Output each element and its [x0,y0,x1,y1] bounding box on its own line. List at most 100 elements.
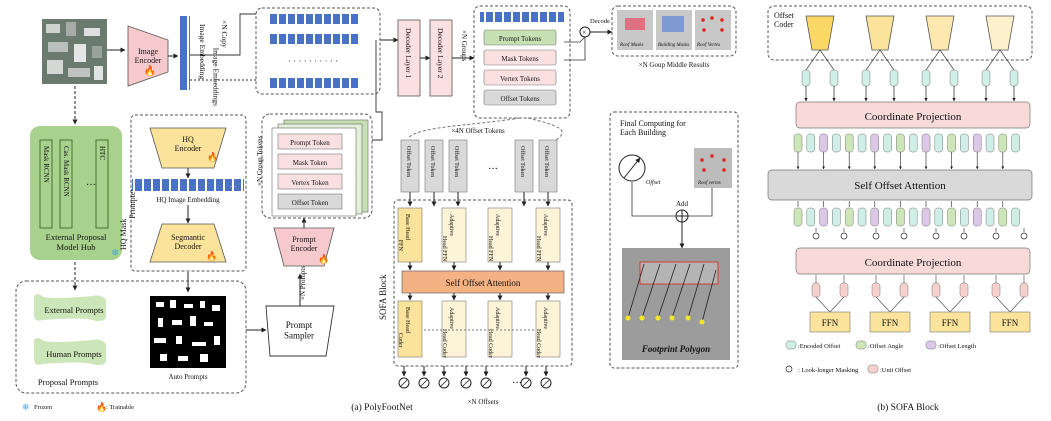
token-chip [921,133,931,153]
token-chip [793,207,803,227]
look-longer-mask-icon [932,232,940,240]
group-token-box [277,193,343,210]
copy-label: ×N CopyImage Embeddings [211,20,229,106]
token-chip [870,133,880,153]
sofa-ffn-box [397,207,423,263]
look-longer-mask-icon [960,232,968,240]
group-tokens-side-label: ×N Group Tokens [256,135,264,186]
token-chip [908,207,918,227]
look-longer-mask-icon [812,232,820,240]
legend-swatch [855,340,867,350]
legend-label: :Offset Length [938,343,977,350]
token-chip [908,133,918,153]
roof-masks-label: Roof Masks [619,43,644,48]
decode-label: Decode [590,18,610,25]
encoded-offset-chip [861,69,871,87]
offset-outputs: ··· [398,366,552,389]
hub-model-box [39,139,53,229]
group-token-box [277,133,343,150]
token-chip [1011,207,1020,227]
token-chip [934,133,944,153]
ellipsis: ··· [512,378,522,389]
roof-vertex-label-2: Roof vertex [697,181,722,186]
svg-text:×: × [582,28,587,37]
token-chip [832,133,841,153]
image-embedding-copies: ×N CopyImage Embeddings · · · · · · · · … [211,7,381,106]
coord-projection-bottom: Coordinate Projection [865,257,962,269]
group-token-label: Vertex Token [291,179,329,187]
hub-model-box [59,139,73,229]
legend-mask-icon [785,365,793,373]
unit-offset-chip [1019,282,1029,298]
group-token-box [277,173,343,190]
ffn-label: FFN [882,318,899,328]
unit-offset-chip [811,282,821,298]
encoded-offset-chip [949,69,959,87]
encoded-offset-chip [889,69,899,87]
n-offsets-label: ×N Offsets [468,398,499,406]
legend-trainable: : Trainable [106,404,134,411]
human-prompts: Human Prompts [46,349,102,359]
sofa-self-offset-attention: Self Offset Attention [446,278,521,288]
offset-token-label: Offset Token [405,146,412,177]
fire-icon: 🔥 [144,64,156,77]
token-chip [960,207,969,227]
building-masks-label: Building Masks [658,43,689,48]
sofa-ffn-box [487,207,513,263]
fire-icon: 🔥 [206,250,217,261]
legend-swatch [785,340,797,350]
token-chip [998,207,1008,227]
snowflake-icon: ❄ [22,402,30,412]
proposal-prompts: External Prompts Human Prompts Proposal … [15,280,247,394]
ffn-box [869,311,911,333]
token-chip [819,133,828,153]
decoder-layer-1: Decoder Layer 1 [404,28,413,79]
sofa-ffn-box [535,207,561,263]
token-chip [857,133,867,153]
group-token-out-label: Offset Tokens [500,95,539,103]
sofa-coder-label: Base HeadCoder [397,307,410,348]
look-longer-mask-icon [900,232,908,240]
token-chip [960,133,969,153]
sofa-ffn-label: AdaptiveHead FFN [441,214,454,262]
middle-results-caption: ×N Goup Middle Results [639,61,710,69]
hub-model-label: Cas. Mask RCNN [62,146,70,197]
unit-offset-chip [871,282,881,298]
offset-tokens-label: ×4N Offset Tokens [451,127,505,135]
token-chip [947,207,956,227]
legend-swatch [925,340,937,350]
sofa-block-label: SOFA Block [378,274,388,320]
fire-icon: 🔥 [207,151,218,162]
token-chip [985,133,995,153]
group-token-label: Prompt Token [290,139,330,147]
satellite-image [42,19,107,84]
hub-model-box [95,139,109,229]
token-chip [844,133,854,153]
hq-prompter-label: HQ MaskPrompter [119,189,137,250]
unit-offset-chip [959,282,969,298]
encoded-offset-chip [801,69,811,87]
encoded-offset-chip [981,69,991,87]
middle-results: Roof Masks Building Masks Roof Vertex ×N… [611,5,737,69]
token-chip [972,207,982,227]
token-chip [806,207,816,227]
token-chip [896,207,905,227]
token-chip [832,207,841,227]
token-chip [1011,133,1020,153]
ellipsis: ··· [488,164,498,175]
unit-offset-chip [899,282,909,298]
legend-label: :Unit Offset [880,367,911,374]
encoded-offset-chip [829,69,839,87]
look-longer-mask-icon [872,232,880,240]
footprint-label: Footprint Polygon [641,344,710,354]
token-chip [857,207,867,227]
auto-prompts-label: Auto Prompts [168,373,207,381]
legend-frozen: Frozen [34,404,53,411]
ffn-box [809,311,851,333]
